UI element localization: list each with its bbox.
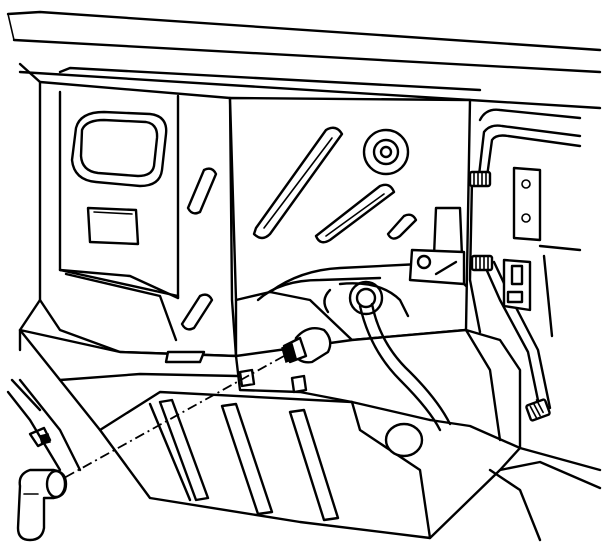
electrical-connector bbox=[281, 327, 332, 364]
bolt-middle bbox=[470, 254, 494, 272]
wire-harness bbox=[323, 280, 452, 432]
corrugated-step bbox=[148, 398, 340, 522]
square-plug-opening bbox=[86, 206, 140, 246]
bolt-lower bbox=[525, 398, 551, 422]
dash-dot-leader bbox=[63, 355, 285, 479]
fasteners bbox=[468, 170, 551, 422]
center-panel bbox=[228, 96, 472, 358]
mounting-bracket bbox=[408, 206, 466, 286]
sill-lines bbox=[6, 378, 62, 472]
pipe-elbow bbox=[16, 468, 68, 542]
slot-openings bbox=[180, 167, 218, 331]
lower-floor-panel bbox=[18, 328, 602, 542]
door-frame-structure bbox=[468, 108, 582, 412]
round-grommet bbox=[362, 128, 410, 176]
oval-opening bbox=[70, 110, 168, 188]
bolt-upper bbox=[468, 170, 492, 188]
